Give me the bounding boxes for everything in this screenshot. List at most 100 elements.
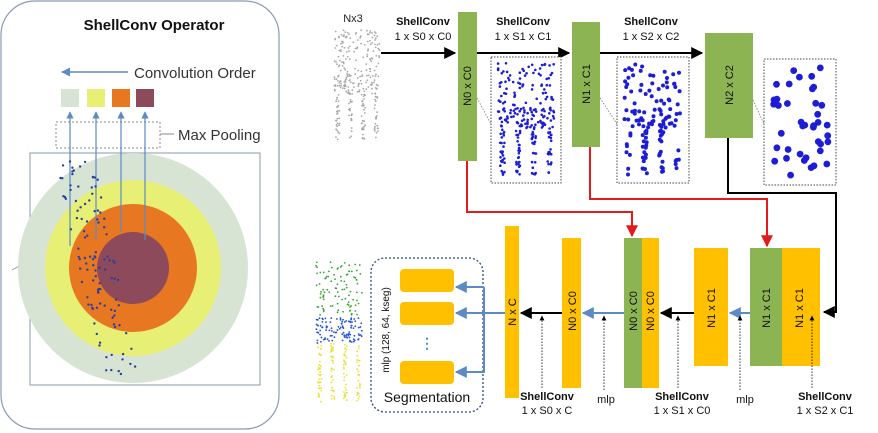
point-dot [548,84,552,87]
point-dot [640,144,645,149]
point-dot [643,135,648,140]
segmented-point-cloud [315,261,363,403]
decoder-concat1-green [750,248,782,366]
point-dot [643,92,648,96]
point-dot [315,318,318,321]
point-dot [356,269,358,272]
point-dot [320,344,323,347]
point-dot [355,31,358,34]
point-dot [500,94,503,98]
point-dot [546,116,549,120]
point-dot [516,136,520,139]
point-dot [500,169,504,173]
point-dot [498,81,502,85]
point-dot [496,67,500,70]
point-dot [333,331,335,333]
point-dot [823,160,831,168]
point-dot [348,79,351,81]
decoder-concat0-green [624,238,642,388]
point-dot [530,137,534,141]
point-dot [624,150,629,155]
point-dot [320,348,322,350]
point-dot [364,124,367,126]
point-dot [315,328,318,331]
point-dot [375,65,378,68]
point-dot [317,366,320,369]
point-dot [332,343,335,345]
point-dot [375,136,377,139]
point-dot [643,152,648,157]
point-dot [61,164,65,167]
point-dot [61,177,64,180]
point-dot [520,119,524,123]
point-dot [542,107,545,111]
point-dot [345,389,347,391]
point-dot [341,64,344,67]
point-dot [648,73,653,78]
point-dot [322,288,324,291]
point-dot [356,299,358,302]
point-dot [824,132,832,140]
input-point-cloud [333,29,381,141]
point-dot [646,125,651,130]
point-dot [110,353,113,357]
point-dot [318,384,321,387]
point-dot [332,379,334,381]
point-dot [339,326,342,329]
point-dot [366,74,368,77]
point-dot [354,325,357,328]
point-dot [501,173,505,176]
point-dot [103,258,106,261]
point-dot [533,126,536,129]
point-dot [348,50,350,52]
point-dot [371,32,373,34]
max-pooling-box [55,121,161,149]
point-dot [116,278,120,282]
point-dot [522,118,526,121]
point-dot [329,305,332,307]
point-dot [329,321,332,323]
point-dot [319,324,322,327]
point-dot [349,74,352,77]
skip-connections [466,138,837,318]
point-dot [501,102,505,105]
point-dot [333,84,336,87]
point-dot [369,70,372,73]
point-dot [336,125,338,128]
point-dot [93,322,96,325]
point-dot [500,150,503,154]
point-dot [345,356,348,359]
point-dot [110,277,113,280]
point-dot [334,30,337,33]
point-dot [823,121,831,129]
point-dot [105,233,108,236]
point-dot [331,334,333,337]
point-dot [345,374,348,377]
point-dot [373,127,376,129]
point-dot [500,72,504,75]
point-dot [331,305,334,307]
point-dot [346,74,349,77]
point-dot [320,365,322,368]
point-dot [321,317,324,320]
point-dot [523,111,526,114]
point-dot [71,166,74,169]
point-dot [117,304,121,307]
decoder-conv-b-name: ShellConv [655,391,710,403]
point-dot [360,70,363,73]
point-dot [371,87,373,90]
point-dot [628,133,633,138]
point-dot [355,59,357,62]
encoder-block-n0c0 [458,12,477,161]
point-dot [777,129,785,137]
point-dot [335,136,337,139]
point-dot [506,121,510,124]
point-dot [344,396,346,398]
point-dot [344,31,347,33]
point-dot [98,341,102,344]
point-dot [357,347,360,350]
point-dot [518,124,522,128]
point-dot [373,130,376,132]
point-dot [367,74,370,77]
point-dot [322,338,325,341]
